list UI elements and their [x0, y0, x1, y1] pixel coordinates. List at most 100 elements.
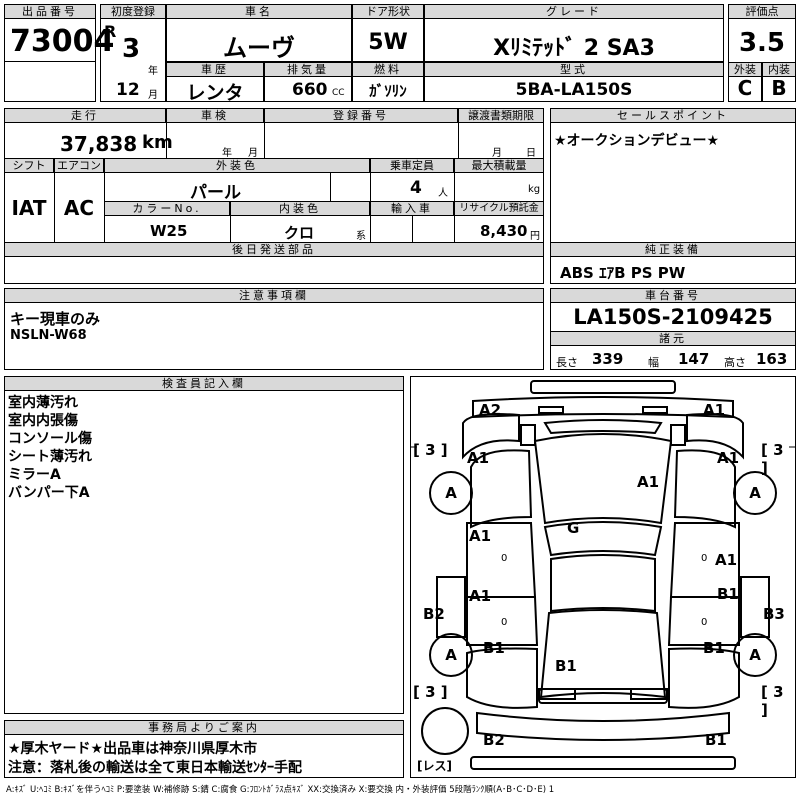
max-load-label: 最大積載量	[454, 158, 544, 173]
capacity-label: 乗車定員	[370, 158, 454, 173]
exterior-color-value: パール	[190, 183, 241, 203]
model-label: 車名	[166, 4, 352, 19]
grade-left-rocker: B2	[423, 605, 445, 623]
grade-hood: A1	[637, 473, 660, 491]
office-notice-line-1: ★厚木ヤード★出品車は神奈川県厚木市	[8, 741, 258, 757]
score-value: 3.5	[738, 28, 786, 58]
grade-rear-right: B1	[705, 731, 727, 749]
damage-code-legend: A:ｷｽﾞ U:ﾍｺﾐ B:ｷｽﾞを伴うﾍｺﾐ P:要塗装 W:補修跡 S:錆 …	[6, 785, 555, 795]
interior-label: 内装	[762, 62, 796, 77]
inspector-line: シート薄汚れ	[8, 449, 92, 465]
tire-tread-top-left: [ 3 ]	[413, 441, 448, 459]
color-number-value: W25	[150, 222, 188, 240]
grade-rear-left: B2	[483, 731, 505, 749]
chassis-number: LA150S-2109425	[573, 305, 773, 329]
yen-unit: 円	[530, 231, 540, 242]
cc-unit: CC	[332, 88, 345, 98]
era: R	[104, 22, 117, 41]
grade-left-rear-door: A1	[469, 587, 492, 605]
length-value: 339	[592, 350, 624, 368]
notes-line-1: キー現車のみ	[10, 310, 101, 328]
tire-tread-bottom-left: [ 3 ]	[413, 683, 448, 701]
grade-roof: B1	[555, 657, 577, 675]
fuel-value: ｶﾞｿﾘﾝ	[369, 82, 407, 100]
grade-right-front-door: A1	[715, 551, 738, 569]
grade-name: Xﾘﾐﾃｯﾄﾞ 2 SA3	[493, 36, 655, 61]
grade-right-rocker: B3	[763, 605, 785, 623]
grade-windshield: G	[567, 519, 580, 537]
inspector-line: ミラーA	[8, 467, 61, 483]
recycle-value: 8,430	[480, 222, 528, 240]
inspector-line: コンソール傷	[8, 431, 92, 447]
grade-right-quarter: B1	[703, 639, 725, 657]
later-parts-label: 後日発送部品	[4, 242, 544, 257]
notes-label: 注意事項欄	[4, 288, 544, 303]
grade-label: グレード	[424, 4, 724, 19]
inspector-line: 室内薄汚れ	[8, 395, 78, 411]
fuel-label: 燃料	[352, 62, 424, 77]
interior-color-unit: 系	[356, 231, 366, 242]
history-value: レンタ	[186, 82, 244, 104]
year-unit: 年	[148, 66, 158, 77]
inspector-label: 検査員記入欄	[4, 376, 404, 391]
inspection-year-unit: 年	[222, 148, 232, 159]
displacement-label: 排気量	[264, 62, 352, 77]
selling-point-label: セールスポイント	[550, 108, 796, 123]
specs-label: 諸元	[550, 331, 796, 346]
color-number-label: カラーNo.	[104, 201, 230, 216]
ac-label: エアコン	[54, 158, 104, 173]
grade-left-quarter: B1	[483, 639, 505, 657]
grade-right-rear-door: B1	[717, 585, 739, 603]
exterior-color-label: 外装色	[104, 158, 370, 173]
lot-number: 73004	[10, 24, 115, 59]
wheel-front-left: A	[429, 471, 473, 515]
first-registration-label: 初度登録	[100, 4, 166, 19]
zero-mark: 0	[501, 617, 508, 628]
tire-tread-bottom-right: [ 3 ]	[761, 683, 784, 719]
exterior-label: 外装	[728, 62, 762, 77]
spare-tire	[421, 707, 469, 755]
grade-front-left: A2	[479, 401, 502, 419]
kg-unit: kg	[528, 184, 541, 195]
interior-grade: B	[771, 76, 787, 100]
shift-label: シフト	[4, 158, 54, 173]
grade-front-right: A1	[703, 401, 726, 419]
width-value: 147	[678, 350, 710, 368]
zero-mark: 0	[701, 617, 708, 628]
grade-left-front-door: A1	[469, 527, 492, 545]
transfer-day-unit: 日	[526, 148, 536, 159]
capacity-value: 4	[410, 178, 422, 198]
chassis-label: 車台番号	[550, 288, 796, 303]
shift-value: IAT	[11, 196, 47, 220]
exterior-grade: C	[737, 76, 753, 100]
office-notice-label: 事務局よりご案内	[4, 720, 404, 735]
registration-year: 3	[122, 34, 141, 64]
interior-color-value: クロ	[284, 224, 315, 242]
zero-mark: 0	[701, 553, 708, 564]
type-label: 型式	[424, 62, 724, 77]
car-outline	[411, 380, 795, 770]
equipment-value: ABS ｴｱB PS PW	[560, 264, 686, 282]
inspection-label: 車検	[166, 108, 264, 123]
registration-number-label: 登録番号	[264, 108, 458, 123]
transfer-month-unit: 月	[492, 148, 502, 159]
equipment-label: 純正装備	[550, 242, 796, 257]
mileage-value: 37,838	[60, 132, 138, 156]
recycle-label: リサイクル預託金	[454, 201, 544, 216]
selling-point-text: ★オークションデビュー★	[554, 133, 720, 149]
inspector-notes: 室内薄汚れ 室内内張傷 コンソール傷 シート薄汚れ ミラーA バンパー下A	[8, 394, 92, 502]
tire-tread-top-right: [ 3 ]	[761, 441, 784, 477]
notes-line-2: NSLN-W68	[10, 328, 87, 343]
model-name: ムーヴ	[223, 34, 295, 62]
door-label: ドア形状	[352, 4, 424, 19]
height-value: 163	[756, 350, 788, 368]
km-unit: km	[142, 132, 173, 153]
capacity-unit: 人	[438, 188, 448, 199]
score-label: 評価点	[728, 4, 796, 19]
history-label: 車歴	[166, 62, 264, 77]
month-unit: 月	[148, 90, 158, 101]
width-label: 幅	[648, 356, 659, 369]
registration-month: 12	[116, 80, 140, 100]
interior-color-label: 内装色	[230, 201, 370, 216]
height-label: 高さ	[724, 356, 746, 369]
